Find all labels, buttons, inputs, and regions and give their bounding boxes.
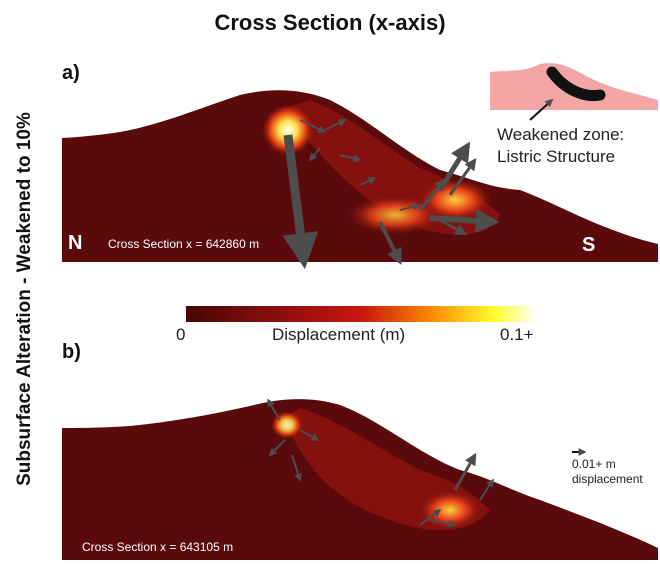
colorbar-title: Displacement (m) xyxy=(272,325,406,344)
hot-spot-crest-b xyxy=(271,411,303,439)
hot-spot-crest-a xyxy=(262,104,314,156)
panel-a-label: a) xyxy=(62,62,80,84)
south-label: S xyxy=(582,234,596,256)
colorbar xyxy=(186,306,538,322)
panel-b-label: b) xyxy=(62,341,81,363)
north-label: N xyxy=(68,232,83,254)
inset-weakened-zone xyxy=(546,66,606,102)
displacement-arrows-b xyxy=(267,398,494,528)
displacement-arrows-a xyxy=(282,119,500,270)
colorbar-max-label: 0.1+ xyxy=(500,325,534,344)
inset-text: Weakened zone: Listric Structure xyxy=(497,124,624,168)
scale-line-2: displacement xyxy=(572,472,643,486)
scale-line-1: 0.01+ m xyxy=(572,457,616,471)
inset-pointer-arrow xyxy=(529,98,554,121)
colorbar-min-label: 0 xyxy=(176,325,186,344)
inset-line-1: Weakened zone: xyxy=(497,125,625,144)
figure-title: Cross Section (x-axis) xyxy=(214,10,446,35)
section-label-a: Cross Section x = 642860 m xyxy=(108,237,260,251)
arrow-a-large xyxy=(282,134,319,270)
section-label-b: Cross Section x = 643105 m xyxy=(82,540,234,554)
scale-label: 0.01+ m displacement xyxy=(572,457,643,487)
inset-line-2: Listric Structure xyxy=(497,147,616,166)
